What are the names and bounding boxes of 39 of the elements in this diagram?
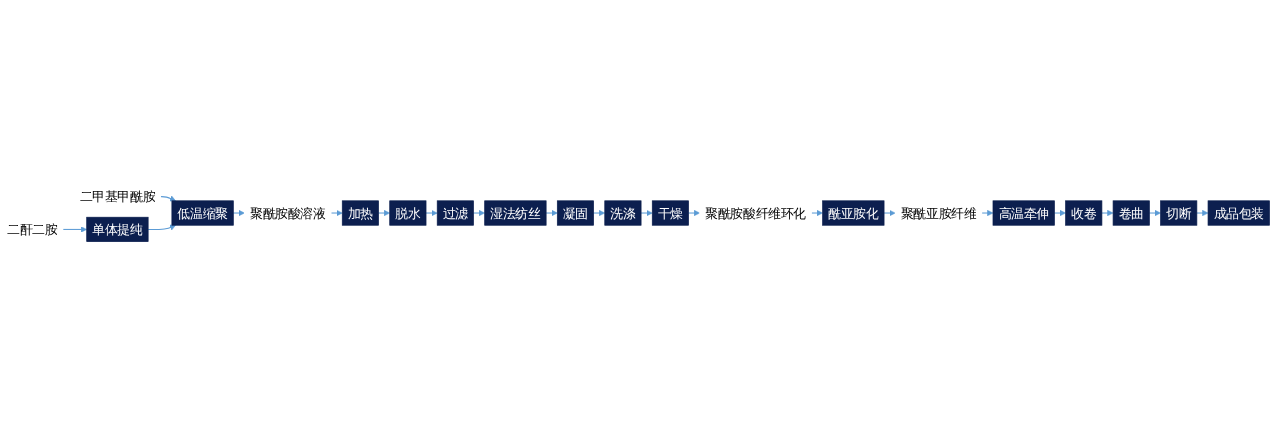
- node-text: 聚酰亚胺纤维: [900, 205, 977, 221]
- arrow: [425, 209, 438, 217]
- arrow: [1053, 209, 1066, 217]
- node-text: 聚酰胺酸纤维环化: [705, 205, 806, 221]
- node-box: 干燥: [651, 200, 689, 226]
- arrow: [330, 209, 343, 217]
- node-box: 过滤: [436, 200, 474, 226]
- node-box: 酰亚胺化: [822, 200, 885, 226]
- arrow: [62, 226, 87, 233]
- node-box: 成品包装: [1207, 200, 1270, 226]
- arrow: [378, 209, 390, 217]
- node-box: 卷曲: [1112, 200, 1150, 226]
- node-box: 低温缩聚: [171, 200, 234, 226]
- arrow: [473, 209, 485, 217]
- arrow: [1196, 209, 1209, 217]
- node-box: 脱水: [389, 200, 427, 226]
- arrow: [640, 209, 653, 217]
- arrow: [810, 209, 823, 217]
- arrow: [545, 209, 558, 217]
- node-box: 高温牵伸: [992, 200, 1055, 226]
- arrow: [147, 224, 176, 231]
- node-box: 湿法纺丝: [484, 200, 547, 226]
- node-box: 切断: [1160, 200, 1198, 226]
- node-box: 单体提纯: [86, 216, 149, 242]
- arrow: [981, 209, 994, 217]
- arrow: [160, 195, 176, 202]
- node-text: 二甲基甲酰胺: [79, 189, 156, 204]
- node-text: 二酐二胺: [7, 222, 58, 237]
- node-text: 聚酰胺酸溶液: [250, 205, 326, 221]
- arrow: [688, 209, 700, 217]
- arrow: [232, 209, 245, 217]
- node-box: 洗涤: [604, 200, 642, 226]
- arrow: [1101, 209, 1114, 217]
- arrow: [593, 209, 606, 217]
- arrow: [883, 209, 896, 217]
- node-box: 收卷: [1065, 200, 1103, 226]
- arrow: [1148, 209, 1161, 217]
- node-box: 凝固: [556, 200, 594, 226]
- node-box: 加热: [341, 200, 379, 226]
